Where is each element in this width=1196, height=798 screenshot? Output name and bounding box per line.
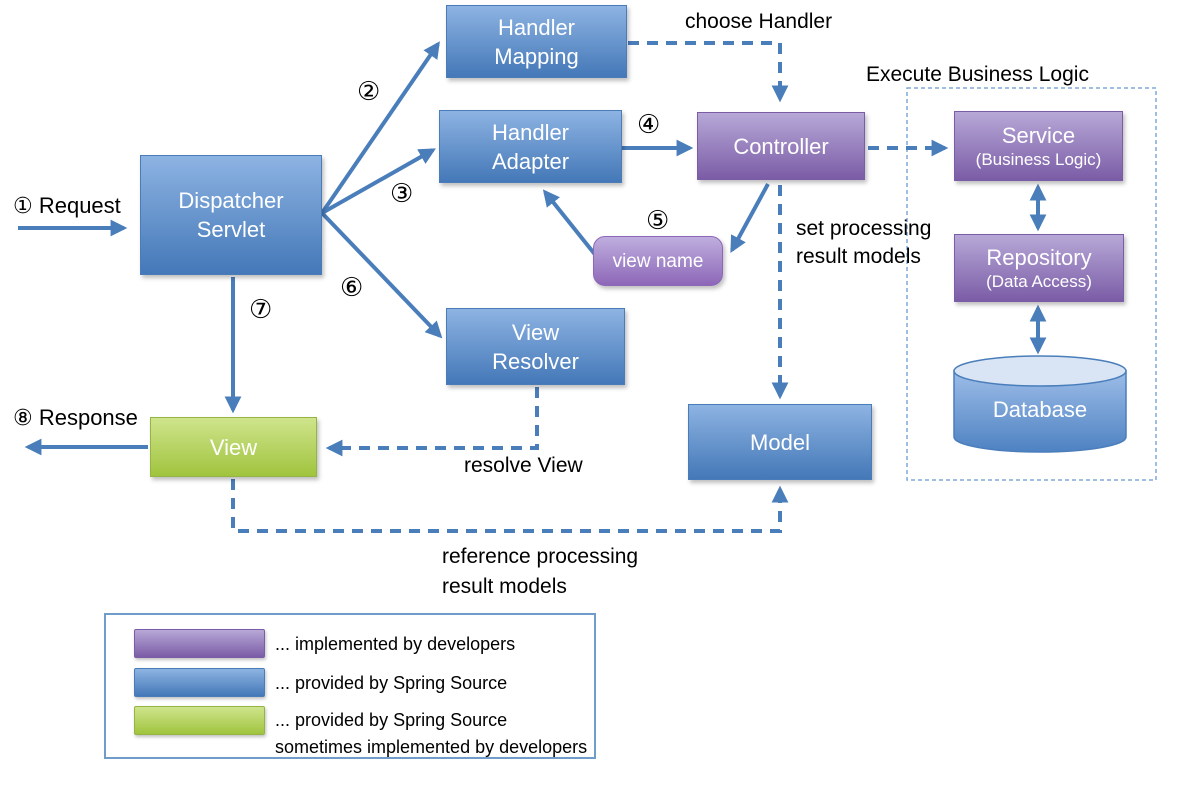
resolve-view-label: resolve View [464, 454, 583, 477]
business-logic-boundary [906, 87, 1157, 481]
node-service: Service (Business Logic) [954, 111, 1123, 181]
view-name-label: view name [612, 250, 704, 272]
arrow-choose-handler [628, 41, 789, 103]
node-view: View [150, 417, 317, 477]
service-label: Service [1001, 122, 1076, 148]
handler-mapping-label: Handler Mapping [494, 14, 579, 69]
model-label: Model [750, 429, 810, 455]
reference-processing-label: reference processing result models [442, 545, 639, 598]
arrow-controller-to-viewname [730, 183, 770, 253]
arrow-to-view-resolver [320, 211, 443, 339]
service-sublabel: (Business Logic) [975, 149, 1102, 169]
node-dispatcher-servlet: Dispatcher Servlet [140, 155, 322, 275]
set-processing-label: set processing result models [796, 217, 932, 268]
legend-label-purple: ... implemented by developers [275, 634, 516, 654]
node-controller: Controller [697, 112, 865, 180]
step-5-label: ⑤ [646, 205, 670, 235]
request-label: ① Request [13, 193, 121, 218]
node-model: Model [688, 404, 872, 480]
database-label: Database [992, 397, 1088, 422]
node-view-name: view name [593, 236, 723, 286]
legend-label-green: ... provided by Spring Source sometimes … [275, 710, 588, 757]
handler-adapter-label: Handler Adapter [491, 119, 570, 174]
arrow-to-handler-mapping [320, 41, 440, 215]
repository-label: Repository [986, 244, 1092, 270]
node-view-resolver: View Resolver [446, 308, 625, 385]
choose-handler-label: choose Handler [685, 10, 833, 33]
legend-swatch-blue [134, 668, 265, 697]
arrow-to-handler-adapter [321, 148, 436, 215]
node-repository: Repository (Data Access) [954, 234, 1124, 302]
arrow-viewname-to-adapter [542, 189, 599, 259]
node-handler-mapping: Handler Mapping [446, 5, 627, 78]
view-resolver-label: View Resolver [492, 319, 579, 374]
step-3-label: ③ [390, 178, 414, 208]
view-label: View [209, 434, 258, 460]
step-6-label: ⑥ [340, 272, 364, 302]
step-2-label: ② [357, 76, 381, 106]
legend-swatch-green [134, 706, 265, 735]
controller-label: Controller [733, 133, 829, 159]
response-label: ⑧ Response [13, 405, 138, 430]
step-4-label: ④ [637, 109, 661, 139]
execute-business-logic-label: Execute Business Logic [866, 63, 1089, 86]
node-handler-adapter: Handler Adapter [439, 110, 622, 183]
database-cylinder [953, 355, 1127, 453]
arrow-resolve-view [325, 387, 539, 457]
repository-sublabel: (Data Access) [986, 271, 1092, 291]
step-7-label: ⑦ [249, 294, 273, 324]
legend-swatch-purple [134, 629, 265, 658]
legend-label-blue: ... provided by Spring Source [275, 673, 508, 693]
arrow-reference-models [231, 479, 789, 533]
dispatcher-servlet-label: Dispatcher Servlet [178, 188, 284, 242]
